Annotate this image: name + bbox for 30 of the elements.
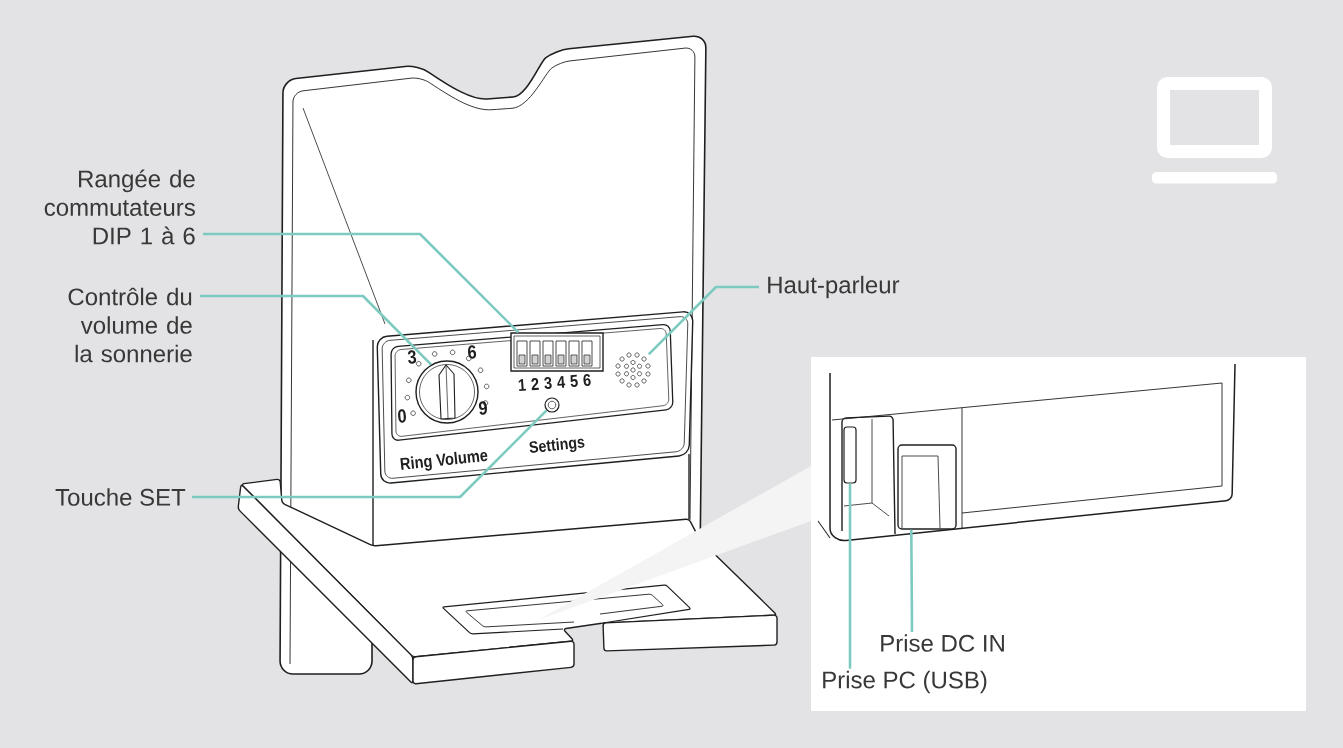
leader-line bbox=[200, 294, 433, 366]
usb-port bbox=[843, 426, 857, 484]
switch-number: 1 bbox=[518, 379, 527, 392]
dial-number: 3 bbox=[407, 350, 417, 364]
volume-knob bbox=[415, 360, 479, 424]
leader-line bbox=[192, 409, 548, 499]
switch-number: 2 bbox=[531, 378, 539, 391]
callout-label: Prise DC IN bbox=[881, 634, 1004, 652]
dial-number: 9 bbox=[478, 401, 487, 415]
dial-number: 6 bbox=[468, 345, 477, 359]
detail-inset bbox=[811, 357, 1306, 711]
callout-label: Contrôle du volume de la sonnerie bbox=[68, 287, 192, 363]
callout-label: Rangée de commutateurs DIP 1 à 6 bbox=[44, 169, 195, 245]
leader-line bbox=[910, 529, 914, 632]
callout-label: Prise PC (USB) bbox=[823, 670, 987, 694]
switch-number: 6 bbox=[583, 374, 591, 386]
leader-line bbox=[203, 232, 520, 334]
leader-line bbox=[848, 483, 852, 669]
callout-label: Haut-parleur bbox=[768, 275, 900, 299]
leader-line bbox=[647, 285, 759, 356]
switch-number: 5 bbox=[570, 374, 578, 387]
dip-switch bbox=[510, 332, 604, 372]
callout-label: Touche SET bbox=[55, 488, 186, 506]
dc-port bbox=[897, 444, 957, 530]
set-button bbox=[544, 397, 560, 413]
switch-number: 3 bbox=[544, 377, 552, 390]
speaker-grille bbox=[615, 352, 651, 388]
switch-number: 4 bbox=[557, 376, 566, 388]
panel-label: Ring Volume bbox=[400, 451, 488, 471]
panel-label: Settings bbox=[529, 438, 585, 453]
